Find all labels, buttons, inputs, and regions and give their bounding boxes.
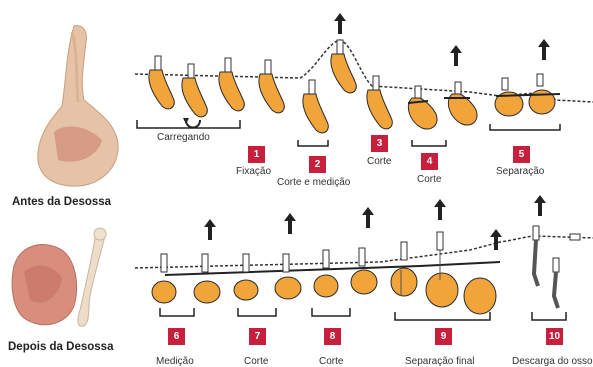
bracket-10	[532, 312, 566, 320]
step-label-8: Corte	[319, 356, 343, 367]
step-badge-8: 8	[324, 328, 341, 345]
step-label-6: Medição	[156, 356, 194, 367]
step-label-4: Corte	[417, 174, 441, 185]
step-badge-10: 10	[546, 328, 563, 345]
bottom-row-items	[152, 195, 580, 314]
step-label-10: Descarga do osso	[512, 356, 593, 367]
step-label-1: Fixação	[236, 166, 271, 177]
step-label-7: Corte	[244, 356, 268, 367]
bracket-7	[238, 308, 276, 316]
bracket-4	[412, 140, 446, 146]
top-row-items	[149, 13, 560, 133]
step-badge-9: 9	[435, 328, 452, 345]
step-label-9: Separação final	[405, 356, 475, 367]
step-badge-7: 7	[249, 328, 266, 345]
bracket-8	[312, 308, 350, 316]
step-badge-1: 1	[248, 146, 265, 163]
top-conveyor-line	[135, 40, 593, 102]
step-badge-4: 4	[421, 153, 438, 170]
step-badge-6: 6	[168, 328, 185, 345]
bracket-2	[298, 140, 328, 146]
loading-label: Carregando	[157, 132, 210, 143]
step-label-3: Corte	[367, 156, 391, 167]
step-label-2: Corte e medição	[277, 177, 350, 188]
step-badge-5: 5	[513, 146, 530, 163]
bracket-6	[160, 308, 194, 316]
step-label-5: Separação	[496, 166, 544, 177]
step-badge-2: 2	[309, 156, 326, 173]
step-badge-3: 3	[371, 135, 388, 152]
bracket-5	[490, 124, 560, 130]
